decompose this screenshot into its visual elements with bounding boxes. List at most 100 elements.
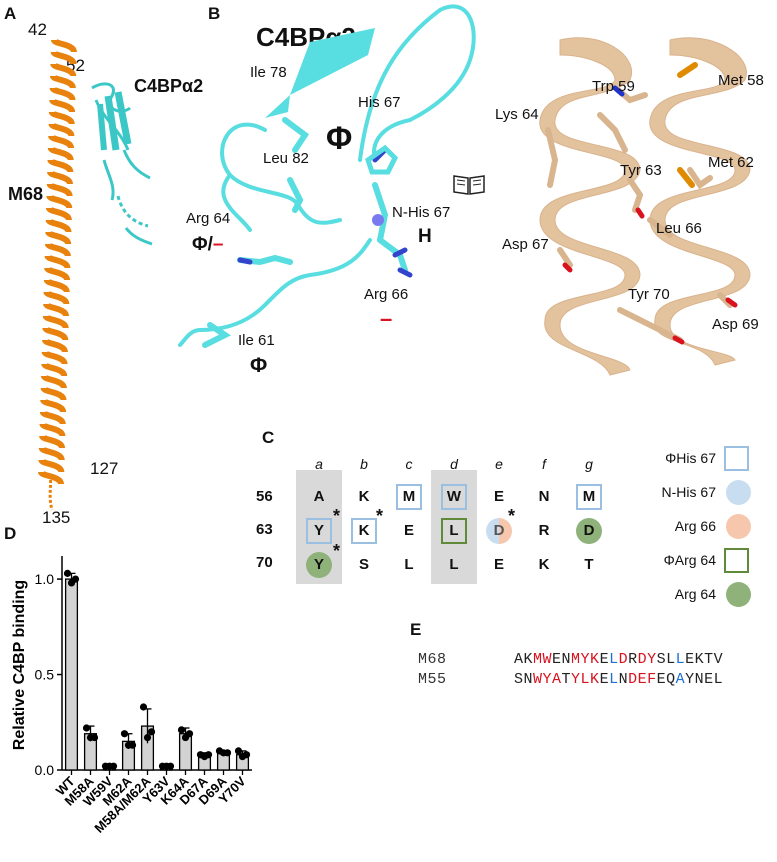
- residue-135-label: 135: [42, 508, 71, 527]
- data-point: [185, 730, 194, 738]
- sequence-segment: EKTV: [685, 651, 724, 668]
- cell-56-d: W: [441, 484, 467, 510]
- label-leu82: Leu 82: [263, 150, 309, 167]
- panel-d-letter: D: [4, 524, 17, 543]
- cell-63-b: K: [351, 518, 377, 544]
- data-point: [143, 733, 152, 742]
- sequence-name: M68: [418, 651, 447, 668]
- data-point: [82, 724, 91, 732]
- label-minus-arg66: –: [380, 306, 393, 331]
- m68-coil-path: [38, 38, 77, 485]
- sequence-segment: MW: [533, 651, 553, 668]
- sequence-segment: MYK: [571, 651, 600, 668]
- cell-63-g: D: [576, 518, 602, 544]
- row-head-70: 70: [256, 554, 273, 571]
- panel-e-letter: E: [410, 620, 422, 639]
- asterisk-70-a: *: [333, 541, 341, 561]
- col-head-f: f: [542, 456, 546, 472]
- c4bp-structure-left: [178, 4, 476, 348]
- row-head-56: 56: [256, 488, 273, 505]
- legend-green-circle: [726, 582, 751, 607]
- bar-wt: [64, 578, 79, 771]
- sequence-segment: L: [609, 651, 619, 668]
- col-head-d: d: [450, 456, 458, 472]
- sequence-segment: EN: [552, 651, 572, 668]
- cell-70-a: Y: [306, 552, 332, 578]
- cell-63-c: E: [403, 522, 414, 539]
- label-arg64: Arg 64: [186, 210, 231, 227]
- legend-label-arg66: Arg 66: [674, 518, 716, 534]
- cell-70-g: T: [584, 556, 594, 573]
- label-his67: His 67: [358, 94, 401, 111]
- data-point: [90, 733, 99, 742]
- label-met58: Met 58: [718, 72, 764, 89]
- sequence-segment: YNEL: [685, 671, 724, 688]
- label-h: H: [418, 226, 432, 247]
- sequence-segment: EQ: [656, 671, 676, 688]
- panel-a-letter: A: [4, 4, 17, 23]
- sequence-segment: L: [675, 651, 686, 668]
- y-tick-label: 0.0: [35, 762, 55, 778]
- cell-56-e: E: [493, 488, 504, 505]
- sequence-segment: DEF: [628, 671, 657, 688]
- label-minus: –: [212, 234, 224, 255]
- y-tick-label: 0.5: [35, 667, 55, 683]
- col-head-c: c: [405, 456, 413, 472]
- sequence-segment: E: [599, 671, 610, 688]
- cell-63-e: D: [493, 522, 505, 539]
- cell-63-d: L: [441, 518, 467, 544]
- label-ile78: Ile 78: [250, 64, 287, 81]
- data-point: [234, 747, 243, 755]
- cell-56-g: M: [576, 484, 602, 510]
- c4bp-chain-label: C4BPα2: [134, 76, 204, 96]
- cell-63-f: R: [538, 522, 550, 539]
- m68-tail: [48, 474, 54, 511]
- data-point: [63, 569, 72, 577]
- label-lys64: Lys 64: [495, 106, 539, 123]
- sequence-segment: A: [675, 671, 686, 688]
- sequence-segment: DY: [637, 651, 657, 668]
- data-point: [204, 751, 213, 759]
- row-head-63: 63: [256, 521, 273, 538]
- data-point: [242, 751, 251, 759]
- sequence-segment: SL: [656, 651, 676, 668]
- legend-label-arg64: Arg 64: [674, 586, 716, 602]
- cell-56-a: A: [313, 488, 325, 505]
- label-arg66: Arg 66: [364, 286, 409, 303]
- book-icon: [452, 172, 486, 201]
- col-head-e: e: [495, 456, 503, 472]
- residue-42-label: 42: [28, 20, 47, 39]
- legend-label-nhis67: N-His 67: [661, 484, 716, 500]
- label-nhis67: N-His 67: [392, 204, 451, 221]
- label-met62: Met 62: [708, 154, 754, 171]
- m68-chain-label: M68: [8, 184, 44, 204]
- data-point: [177, 726, 186, 734]
- label-phi-slash-text: Φ/: [192, 234, 213, 255]
- sequence-segment: L: [609, 671, 619, 688]
- cell-70-f: K: [538, 556, 550, 573]
- asterisk-63-e: *: [508, 506, 516, 526]
- y-axis-label: Relative C4BP binding: [11, 580, 28, 750]
- legend-orange-circle: [726, 514, 751, 539]
- cell-70-c: L: [404, 556, 414, 573]
- residue-127-label: 127: [90, 459, 119, 478]
- cell-70-b: S: [358, 556, 369, 573]
- cell-70-e: E: [493, 556, 504, 573]
- label-phi-big: Φ: [326, 120, 353, 156]
- col-head-a: a: [315, 456, 323, 472]
- legend-blue-circle: [726, 480, 751, 505]
- split-circle-63-e: [486, 518, 512, 544]
- sequence-segment: AK: [514, 651, 534, 668]
- legend-label-phi-his67: ΦHis 67: [665, 450, 716, 466]
- label-leu66: Leu 66: [656, 220, 702, 237]
- sequence-segment: N: [618, 671, 629, 688]
- asterisk-63-b: *: [376, 506, 384, 526]
- data-point: [139, 703, 148, 711]
- data-point: [120, 730, 129, 738]
- data-point: [223, 749, 232, 757]
- col-head-b: b: [360, 456, 368, 472]
